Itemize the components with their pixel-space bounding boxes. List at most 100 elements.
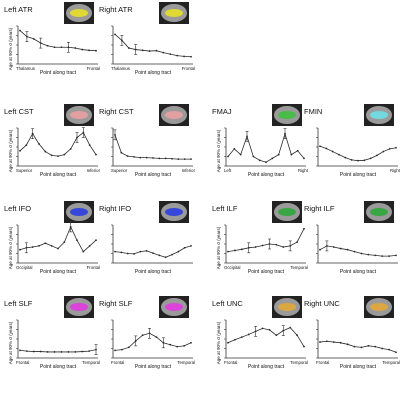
data-point <box>296 241 298 244</box>
series-line <box>19 349 97 353</box>
brain-thumbnail-icon <box>272 296 302 318</box>
data-point <box>60 46 63 49</box>
series-line <box>19 30 97 52</box>
data-point <box>395 146 397 149</box>
data-point <box>38 143 40 145</box>
data-point <box>234 338 236 341</box>
data-point <box>367 344 370 347</box>
data-point <box>53 46 56 49</box>
data-point <box>332 341 335 343</box>
data-point <box>155 49 158 52</box>
x-axis-label: Point along tract <box>340 364 377 370</box>
data-point <box>169 53 172 56</box>
data-point <box>39 350 42 353</box>
tract-highlight <box>278 111 296 119</box>
y-axis-label: Age at 90% σ (years) <box>216 226 221 269</box>
x-axis-label: Point along tract <box>248 364 285 370</box>
data-point <box>76 239 78 242</box>
brain-thumbnail-icon <box>159 104 189 126</box>
data-point <box>126 155 129 158</box>
data-point <box>268 328 271 331</box>
tract-highlight <box>70 303 88 311</box>
x-start-label: Superior <box>16 168 33 173</box>
y-axis-label: Age at 90% σ (years) <box>8 321 13 364</box>
data-point <box>234 249 236 252</box>
x-end-label: Temporal <box>290 265 308 270</box>
data-point <box>171 157 173 160</box>
panel-right-ifo: Right IFO Point along tract <box>99 201 193 275</box>
series-line <box>114 245 192 258</box>
data-point <box>88 245 91 247</box>
data-point <box>338 153 340 156</box>
brain-thumbnail-icon <box>364 104 394 126</box>
data-point <box>32 350 35 353</box>
x-start-label: Frontal <box>111 360 124 365</box>
data-point <box>190 245 192 247</box>
data-point <box>82 250 85 253</box>
brain-thumbnail-icon <box>364 201 394 223</box>
data-point <box>360 346 363 349</box>
data-point <box>44 242 47 245</box>
data-point <box>353 250 356 253</box>
x-axis-label: Point along tract <box>40 70 77 76</box>
x-axis-label: Point along tract <box>135 364 172 370</box>
data-point <box>233 148 236 150</box>
data-point <box>227 250 229 253</box>
data-point <box>81 350 84 353</box>
data-point <box>353 345 356 348</box>
data-point <box>374 254 377 257</box>
panel-title: Right IFO <box>99 204 131 213</box>
data-point <box>95 239 97 242</box>
data-point <box>164 157 167 160</box>
data-point <box>367 253 370 256</box>
data-point <box>190 158 192 161</box>
series-line <box>319 340 397 353</box>
x-axis-label: Point along tract <box>135 70 172 76</box>
panel-title: Right CST <box>99 107 134 116</box>
data-point <box>303 227 305 230</box>
data-point <box>271 157 274 160</box>
series-line <box>319 145 397 162</box>
data-point <box>325 147 328 150</box>
data-point <box>296 334 298 337</box>
data-point <box>139 250 142 253</box>
data-point <box>376 154 378 157</box>
data-point <box>31 246 34 248</box>
data-point <box>164 256 167 259</box>
data-point <box>19 29 21 32</box>
y-axis-label: Age at 90% σ (years) <box>8 129 13 172</box>
tract-highlight <box>70 208 88 216</box>
x-start-label: Occipital <box>16 265 33 270</box>
tract-highlight <box>165 208 183 216</box>
data-point <box>169 343 172 346</box>
data-point <box>183 158 186 161</box>
data-point <box>240 248 243 251</box>
brain-thumbnail-icon <box>272 104 302 126</box>
data-point <box>114 349 116 352</box>
data-point <box>275 243 278 246</box>
brain-thumbnail-icon <box>159 2 189 24</box>
panel-title: FMIN <box>304 107 322 116</box>
data-point <box>275 334 278 337</box>
data-point <box>25 144 28 147</box>
panel-title: Right ILF <box>304 204 335 213</box>
x-axis-label: Point along tract <box>135 269 172 275</box>
y-axis-label: Age at 90% σ (years) <box>8 27 13 70</box>
data-point <box>374 345 377 348</box>
data-point <box>277 153 280 156</box>
data-point <box>395 351 397 354</box>
x-axis-label: Point along tract <box>340 172 377 178</box>
data-point <box>50 245 53 247</box>
x-end-label: Inferior <box>182 168 196 173</box>
panel-title: Right SLF <box>99 299 133 308</box>
tract-highlight <box>370 303 388 311</box>
data-point <box>252 155 255 158</box>
tract-highlight <box>370 208 388 216</box>
data-point <box>258 159 261 162</box>
x-axis-label: Point along tract <box>248 172 285 178</box>
data-point <box>261 244 264 247</box>
